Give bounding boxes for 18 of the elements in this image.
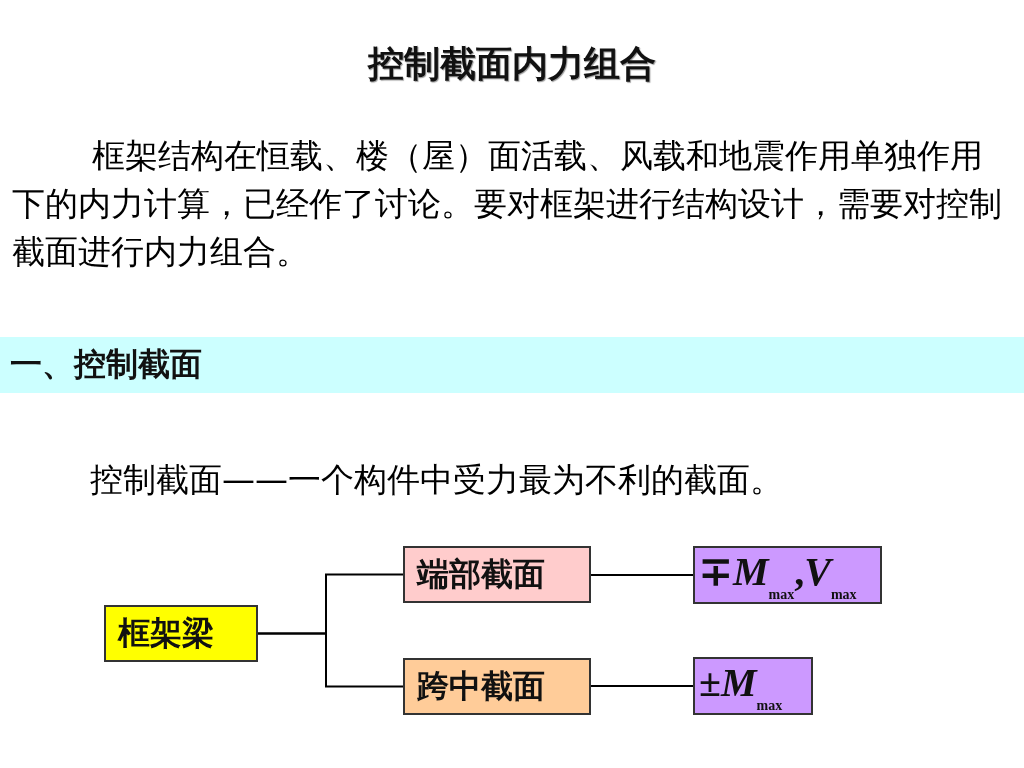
- node-label: 框架梁: [118, 612, 214, 654]
- node-label: 一、控制截面: [10, 344, 202, 385]
- connector-line: [590, 574, 694, 576]
- section-band: [0, 337, 1024, 393]
- definition-text: 控制截面——一个构件中受力最为不利的截面。: [90, 459, 783, 501]
- slide-title: 控制截面内力组合: [366, 42, 657, 86]
- connector-line: [257, 632, 404, 688]
- section-box: [403, 658, 591, 715]
- node-label: 跨中截面: [417, 665, 545, 707]
- connector-line: [590, 685, 694, 687]
- force-box: [693, 657, 813, 715]
- section-box: [403, 546, 591, 603]
- root-box: [104, 605, 258, 662]
- formula-text: ∓M$_{max}$,V$_{max}$: [699, 547, 857, 603]
- node-label: 端部截面: [417, 553, 545, 595]
- intro-paragraph: 框架结构在恒载、楼（屋）面活载、风载和地震作用单独作用下的内力计算，已经作了讨论。要对框架进行结构设计，需要对控制截面进行内力组合。: [12, 135, 1003, 273]
- force-box: [693, 546, 882, 604]
- formula-text: ±M$_{max}$: [699, 658, 783, 714]
